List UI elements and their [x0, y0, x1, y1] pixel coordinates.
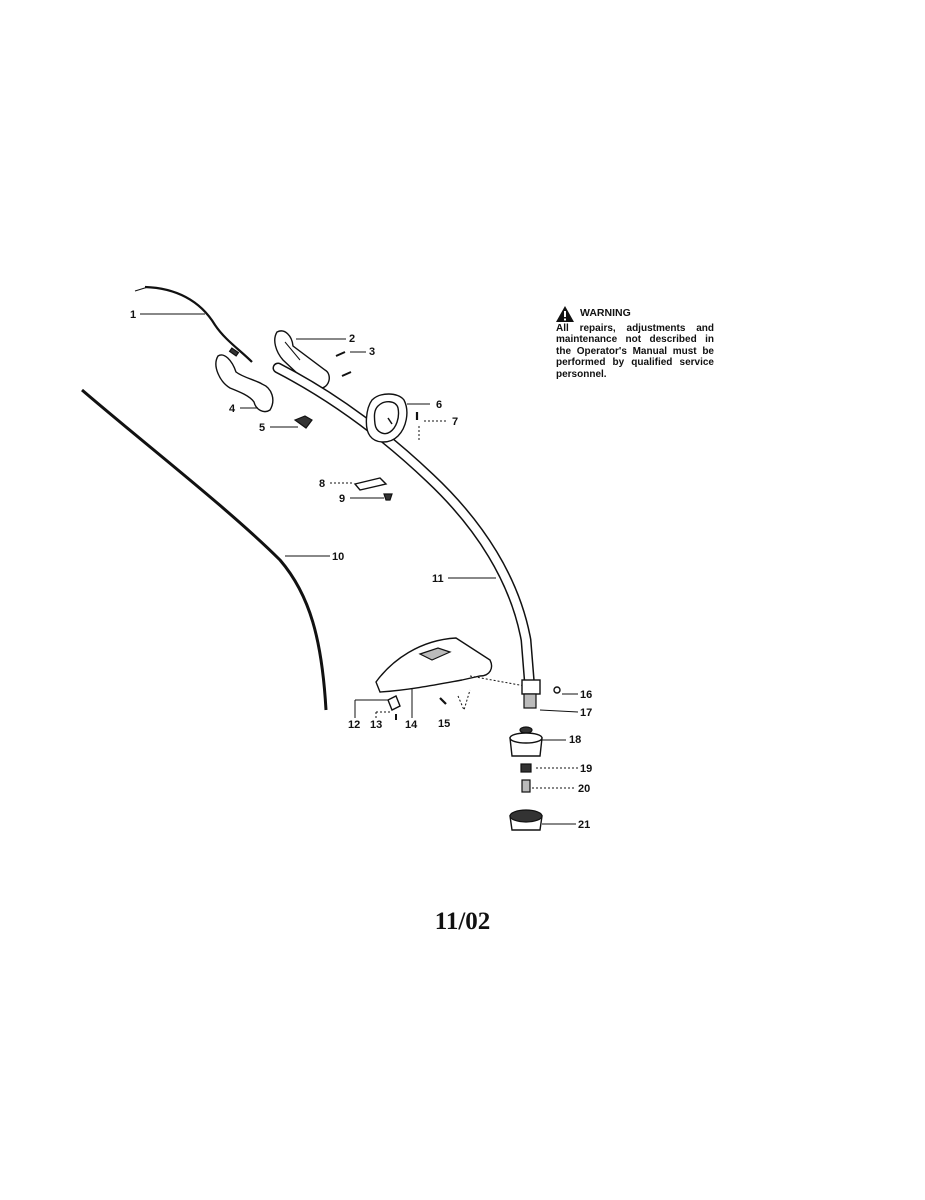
warning-title: WARNING	[580, 307, 631, 320]
callout-4: 4	[229, 403, 236, 415]
callout-18: 18	[569, 734, 581, 746]
callout-11: 11	[432, 573, 444, 585]
callout-9: 9	[339, 493, 345, 505]
part-loop-handle	[365, 393, 408, 443]
callout-8: 8	[319, 478, 325, 490]
callout-21: 21	[578, 819, 590, 831]
callout-16: 16	[580, 689, 592, 701]
warning-notice: WARNING All repairs, adjustments and mai…	[556, 306, 714, 380]
callout-7: 7	[452, 416, 458, 428]
part-deflector-shield	[375, 637, 526, 693]
callout-12: 12	[348, 719, 360, 731]
callout-3: 3	[369, 346, 375, 358]
part-spring	[521, 779, 531, 793]
callout-17: 17	[580, 707, 592, 719]
revision-date: 11/02	[434, 908, 491, 935]
part-guard-screw	[439, 689, 471, 712]
callout-1: 1	[130, 309, 136, 321]
callout-10: 10	[332, 551, 344, 563]
callout-15: 15	[438, 718, 450, 730]
part-handle-screw	[415, 412, 420, 440]
callout-6: 6	[436, 399, 442, 411]
part-screws	[335, 351, 352, 377]
part-clamp-knob	[293, 415, 313, 429]
warning-text: All repairs, adjustments and maintenance…	[556, 323, 714, 380]
part-clamp-plate	[353, 477, 388, 491]
part-wing-nut	[383, 493, 393, 501]
part-line-cutter	[387, 695, 401, 720]
part-spool-housing	[509, 726, 543, 757]
callout-2: 2	[349, 333, 355, 345]
callout-14: 14	[405, 719, 418, 731]
part-gear-head	[521, 679, 561, 709]
callout-5: 5	[259, 422, 265, 434]
leader-lines	[140, 313, 579, 825]
part-throttle-cable	[134, 285, 253, 363]
callout-20: 20	[578, 783, 590, 795]
part-flexible-drive-shaft	[81, 388, 328, 711]
part-bump-knob	[509, 809, 543, 831]
part-spool-nut	[520, 763, 532, 773]
warning-header: WARNING	[556, 306, 714, 322]
warning-triangle-icon	[556, 306, 574, 322]
part-handle-lower	[215, 354, 274, 413]
callout-19: 19	[580, 763, 592, 775]
part-drive-shaft-housing	[272, 362, 536, 696]
callout-13: 13	[370, 719, 382, 731]
callout-numbers: 1 2 3 4 5 6 7 8 9 10 11 12 13 14 15 16 1…	[130, 309, 592, 831]
